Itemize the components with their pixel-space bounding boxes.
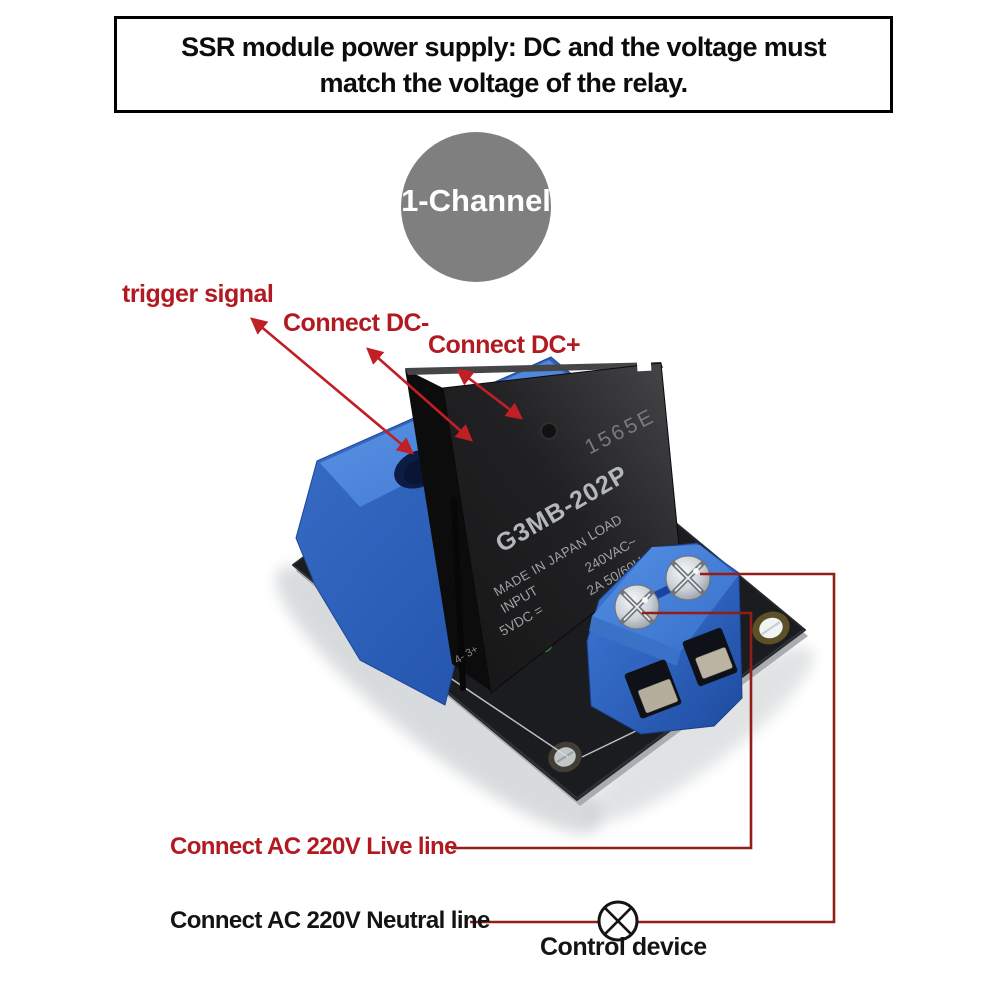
lamp-icon: [597, 900, 639, 942]
connect-dc-minus-label: Connect DC-: [283, 309, 429, 337]
relay-mold-mark: [540, 422, 558, 440]
trigger-signal-arrow: [250, 317, 414, 455]
header-note-line1: SSR module power supply: DC and the volt…: [181, 31, 826, 62]
connect-dc-plus-label: Connect DC+: [428, 331, 581, 359]
connect-ac-neutral-label: Connect AC 220V Neutral line: [170, 907, 490, 934]
channel-badge: 1-Channel: [401, 132, 551, 282]
terminal-screw: [614, 584, 660, 630]
live-wire: [451, 611, 753, 850]
wiring-lines: [451, 572, 836, 924]
neutral-wire: [470, 572, 836, 924]
relay-notch: [636, 355, 652, 372]
header-note-line2: match the voltage of the relay.: [319, 67, 689, 98]
mounting-hole: [752, 611, 790, 645]
dc-plus-arrow: [455, 368, 524, 420]
output-terminal-2pin: [586, 542, 743, 735]
terminal-screw: [665, 555, 711, 601]
channel-badge-label: 1-Channel: [401, 183, 551, 218]
connect-ac-live-label: Connect AC 220V Live line: [170, 833, 457, 860]
dc-minus-arrow: [366, 347, 473, 442]
annotation-arrows: [250, 317, 524, 455]
header-note: SSR module power supply: DC and the volt…: [114, 16, 893, 113]
control-device-label: Control device: [540, 933, 707, 961]
trigger-signal-label: trigger signal: [122, 280, 274, 308]
